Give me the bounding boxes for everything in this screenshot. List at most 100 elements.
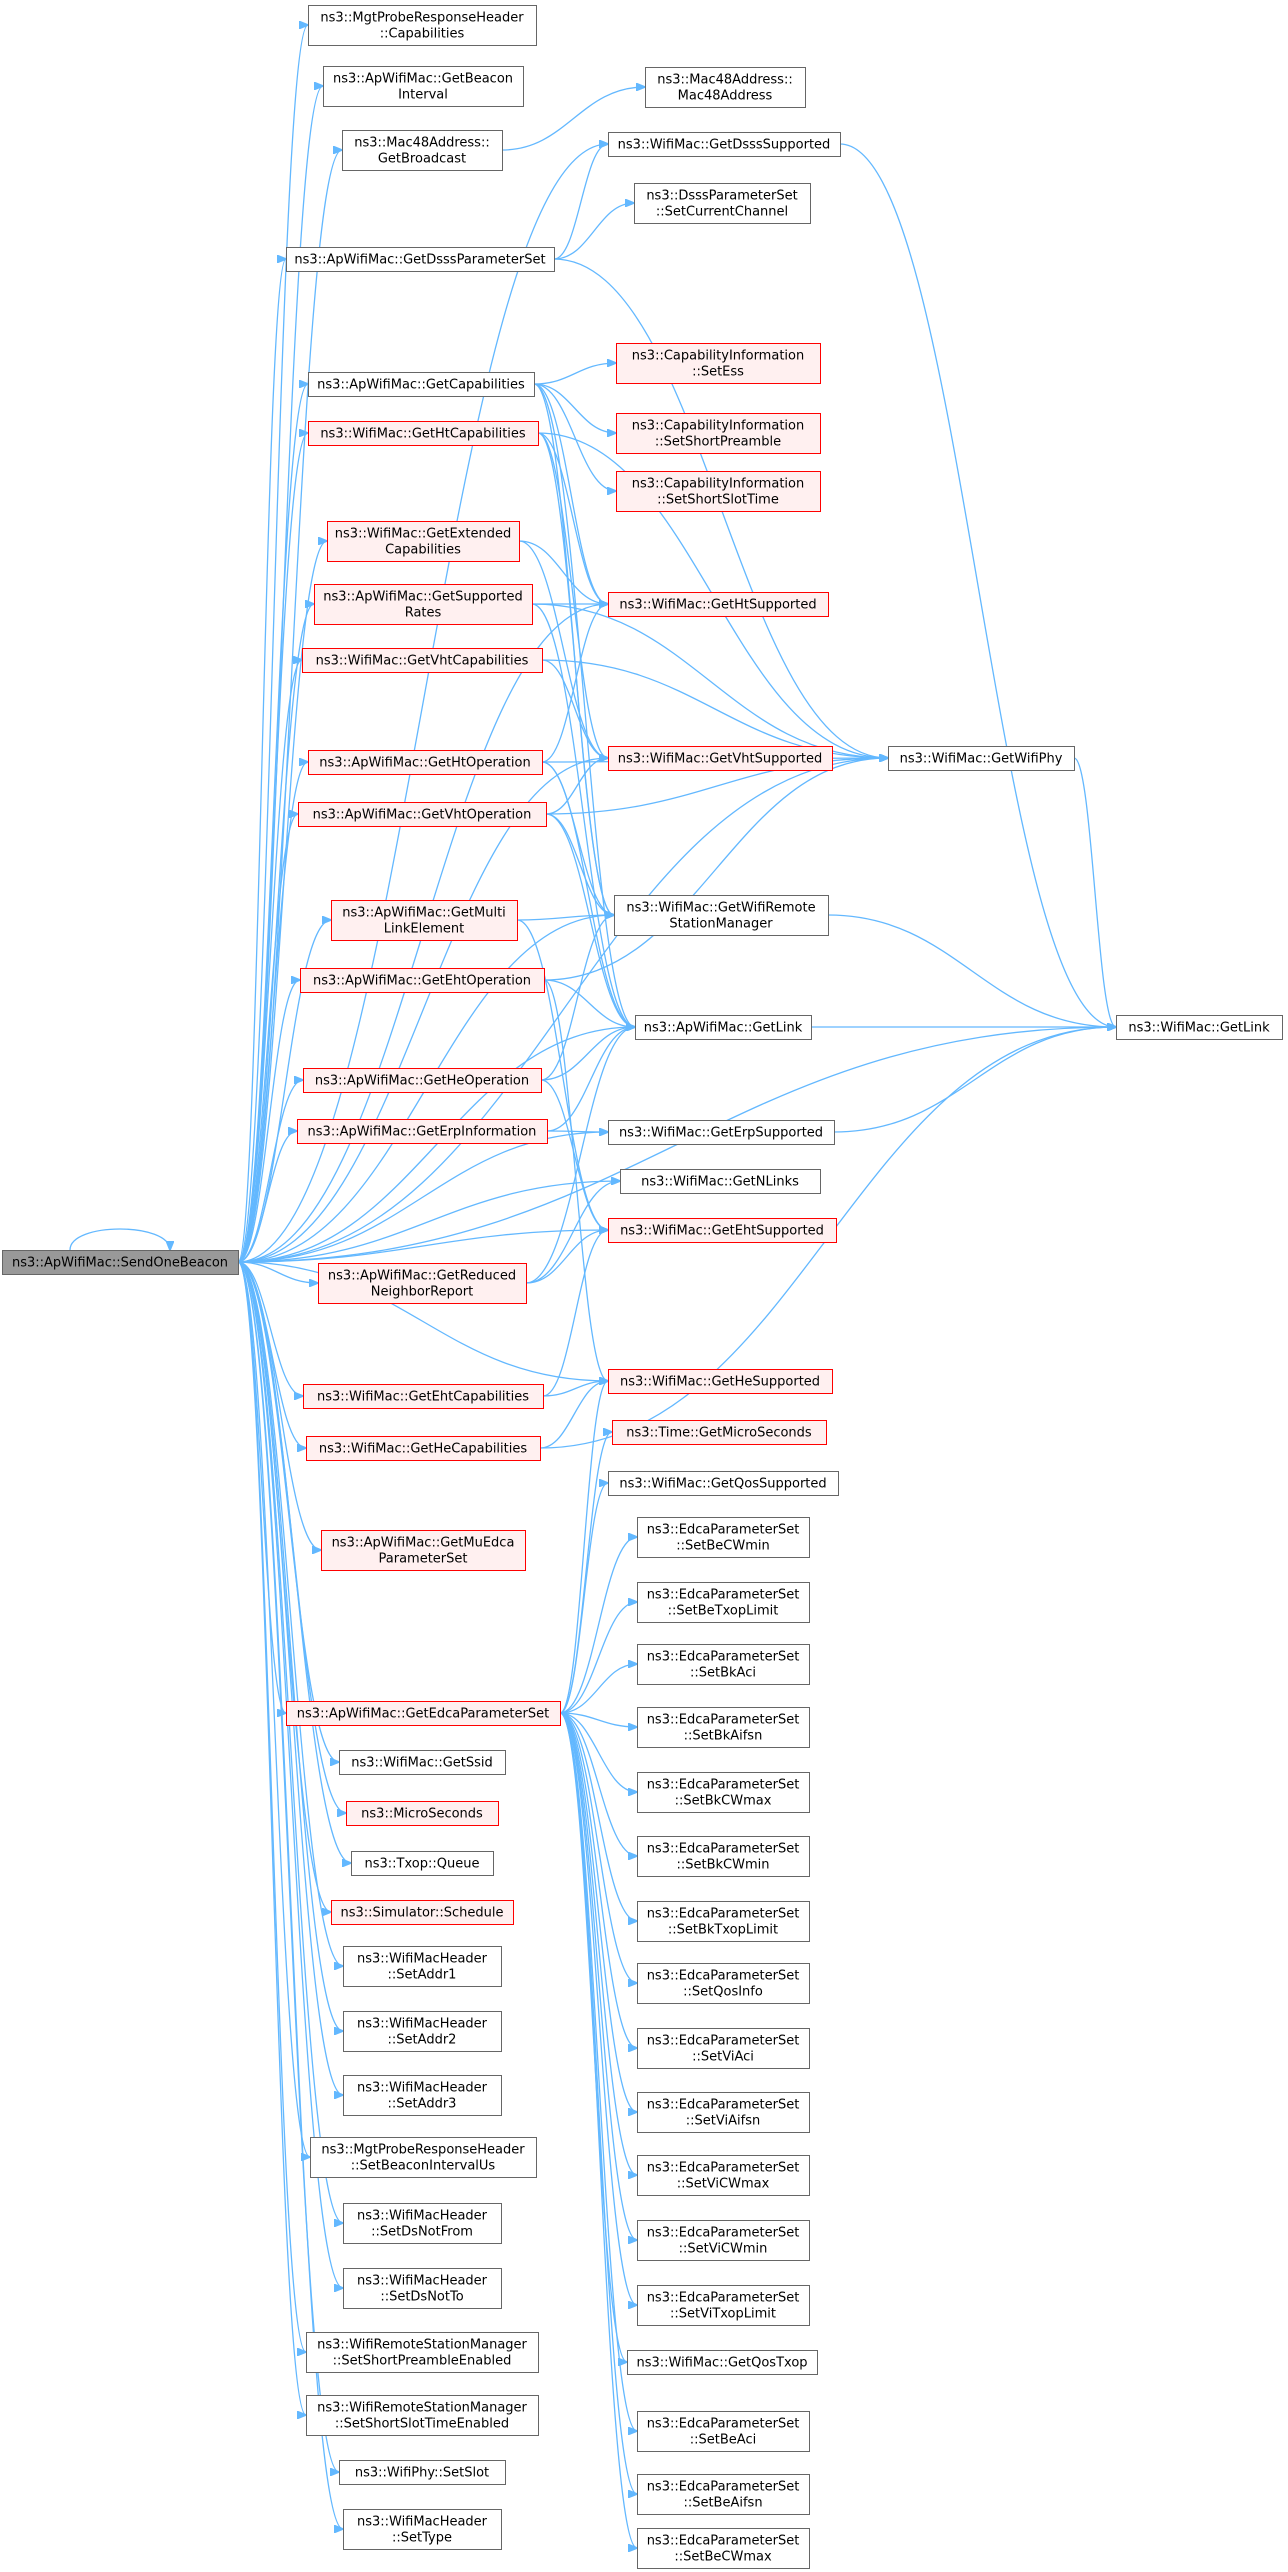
node-box-setDsNotTo — [343, 2268, 502, 2309]
node-getDsssSupported[interactable]: ns3::WifiMac::GetDsssSupported — [608, 132, 841, 157]
node-getHtSupported[interactable]: ns3::WifiMac::GetHtSupported — [608, 592, 829, 617]
node-getHeOperation[interactable]: ns3::ApWifiMac::GetHeOperation — [303, 1068, 542, 1093]
node-getVhtCaps[interactable]: ns3::WifiMac::GetVhtCapabilities — [302, 648, 543, 673]
node-setCurrentChannel[interactable]: ns3::DsssParameterSet::SetCurrentChannel — [634, 183, 811, 224]
node-getHeSupported[interactable]: ns3::WifiMac::GetHeSupported — [608, 1369, 833, 1394]
node-box-getErpInfo — [297, 1119, 548, 1144]
node-setBeAci[interactable]: ns3::EdcaParameterSet::SetBeAci — [637, 2411, 810, 2452]
node-setBeCWmax[interactable]: ns3::EdcaParameterSet::SetBeCWmax — [637, 2528, 810, 2569]
node-getSsid[interactable]: ns3::WifiMac::GetSsid — [339, 1750, 506, 1775]
node-setViCWmin[interactable]: ns3::EdcaParameterSet::SetViCWmin — [637, 2220, 810, 2261]
node-getEhtSupported[interactable]: ns3::WifiMac::GetEhtSupported — [608, 1218, 837, 1243]
node-label-setDsNotTo-0: ns3::WifiMacHeader — [357, 2274, 488, 2289]
node-box-setBeAifsn — [637, 2474, 810, 2515]
node-setBeTxop[interactable]: ns3::EdcaParameterSet::SetBeTxopLimit — [637, 1582, 810, 1623]
node-getEhtOperation[interactable]: ns3::ApWifiMac::GetEhtOperation — [300, 968, 545, 993]
node-box-getVhtOperation — [298, 802, 547, 827]
node-setShortSlotTime[interactable]: ns3::CapabilityInformation::SetShortSlot… — [616, 471, 821, 512]
node-setDsNotFrom[interactable]: ns3::WifiMacHeader::SetDsNotFrom — [343, 2203, 502, 2244]
node-label-getSupportedRates-1: Rates — [405, 606, 442, 621]
node-label-setShortSlotEn-1: ::SetShortSlotTimeEnabled — [335, 2417, 509, 2432]
node-setQosInfo[interactable]: ns3::EdcaParameterSet::SetQosInfo — [637, 1963, 810, 2004]
node-probeCap[interactable]: ns3::MgtProbeResponseHeader::Capabilitie… — [308, 5, 537, 46]
node-setShortPreamble[interactable]: ns3::CapabilityInformation::SetShortPrea… — [616, 413, 821, 454]
node-box-schedule — [331, 1900, 514, 1925]
node-label-getCapabilities-0: ns3::ApWifiMac::GetCapabilities — [317, 378, 525, 393]
node-label-getNLinks-0: ns3::WifiMac::GetNLinks — [641, 1175, 799, 1190]
node-microSeconds[interactable]: ns3::MicroSeconds — [346, 1801, 499, 1826]
node-getCapabilities[interactable]: ns3::ApWifiMac::GetCapabilities — [308, 372, 535, 397]
node-box-setBeCWmin — [637, 1517, 810, 1558]
node-setType[interactable]: ns3::WifiMacHeader::SetType — [343, 2509, 502, 2550]
node-setAddr3[interactable]: ns3::WifiMacHeader::SetAddr3 — [343, 2075, 502, 2116]
node-getHtCaps[interactable]: ns3::WifiMac::GetHtCapabilities — [308, 421, 539, 446]
node-label-getMultiLink-1: LinkElement — [384, 922, 464, 937]
node-setBeAifsn[interactable]: ns3::EdcaParameterSet::SetBeAifsn — [637, 2474, 810, 2515]
node-label-getExtCaps-0: ns3::WifiMac::GetExtended — [335, 527, 511, 542]
node-schedule[interactable]: ns3::Simulator::Schedule — [331, 1900, 514, 1925]
node-getHeCaps[interactable]: ns3::WifiMac::GetHeCapabilities — [306, 1436, 541, 1461]
node-getRsm[interactable]: ns3::WifiMac::GetWifiRemoteStationManage… — [614, 895, 829, 936]
edge-root-to-getHtOperation — [237, 762, 308, 1263]
node-label-getVhtSupported-0: ns3::WifiMac::GetVhtSupported — [618, 752, 823, 767]
node-label-setAddr1-1: ::SetAddr1 — [388, 1968, 457, 1983]
node-box-setShortSlotEn — [306, 2395, 539, 2436]
node-setViAci[interactable]: ns3::EdcaParameterSet::SetViAci — [637, 2028, 810, 2069]
node-setSlot[interactable]: ns3::WifiPhy::SetSlot — [339, 2460, 506, 2485]
node-setBeCWmin[interactable]: ns3::EdcaParameterSet::SetBeCWmin — [637, 1517, 810, 1558]
node-label-setQosInfo-0: ns3::EdcaParameterSet — [647, 1969, 800, 1984]
node-setShortPreambleEn[interactable]: ns3::WifiRemoteStationManager::SetShortP… — [306, 2332, 539, 2373]
edge-root-to-getHeSupported — [237, 1261, 608, 1381]
node-setBkAci[interactable]: ns3::EdcaParameterSet::SetBkAci — [637, 1644, 810, 1685]
node-setViAifsn[interactable]: ns3::EdcaParameterSet::SetViAifsn — [637, 2092, 810, 2133]
node-getErpSupported[interactable]: ns3::WifiMac::GetErpSupported — [608, 1120, 835, 1145]
node-label-setType-1: ::SetType — [392, 2531, 452, 2546]
node-getQosSupported[interactable]: ns3::WifiMac::GetQosSupported — [608, 1471, 839, 1496]
node-getWifiPhy[interactable]: ns3::WifiMac::GetWifiPhy — [888, 746, 1075, 771]
node-setBkCWmin[interactable]: ns3::EdcaParameterSet::SetBkCWmin — [637, 1836, 810, 1877]
node-box-getQosTxop — [627, 2350, 818, 2375]
node-wmGetLink[interactable]: ns3::WifiMac::GetLink — [1116, 1015, 1283, 1040]
node-setDsNotTo[interactable]: ns3::WifiMacHeader::SetDsNotTo — [343, 2268, 502, 2309]
node-box-getCapabilities — [308, 372, 535, 397]
node-apGetLink[interactable]: ns3::ApWifiMac::GetLink — [635, 1015, 812, 1040]
node-getQosTxop[interactable]: ns3::WifiMac::GetQosTxop — [627, 2350, 818, 2375]
node-mac48[interactable]: ns3::Mac48Address::Mac48Address — [645, 67, 806, 108]
node-getErpInfo[interactable]: ns3::ApWifiMac::GetErpInformation — [297, 1119, 548, 1144]
node-getMicroSecs[interactable]: ns3::Time::GetMicroSeconds — [612, 1420, 827, 1445]
node-setBkCWmax[interactable]: ns3::EdcaParameterSet::SetBkCWmax — [637, 1772, 810, 1813]
node-getVhtOperation[interactable]: ns3::ApWifiMac::GetVhtOperation — [298, 802, 547, 827]
node-getDsssParamSet[interactable]: ns3::ApWifiMac::GetDsssParameterSet — [286, 247, 555, 272]
node-label-setViTxop-1: ::SetViTxopLimit — [670, 2307, 776, 2322]
node-box-getVhtCaps — [302, 648, 543, 673]
node-label-setAddr1-0: ns3::WifiMacHeader — [357, 1952, 488, 1967]
node-getNLinks[interactable]: ns3::WifiMac::GetNLinks — [620, 1169, 821, 1194]
node-setBeaconIntUs[interactable]: ns3::MgtProbeResponseHeader::SetBeaconIn… — [310, 2137, 537, 2178]
node-setBkAifsn[interactable]: ns3::EdcaParameterSet::SetBkAifsn — [637, 1707, 810, 1748]
node-box-getExtCaps — [327, 521, 520, 562]
node-label-setBkCWmax-1: ::SetBkCWmax — [675, 1794, 772, 1809]
edge-getEdca-to-setBeAifsn — [559, 1712, 637, 2494]
node-getVhtSupported[interactable]: ns3::WifiMac::GetVhtSupported — [608, 746, 833, 771]
node-setBkTxop[interactable]: ns3::EdcaParameterSet::SetBkTxopLimit — [637, 1901, 810, 1942]
node-getEdca[interactable]: ns3::ApWifiMac::GetEdcaParameterSet — [286, 1701, 561, 1726]
node-box-setShortPreamble — [616, 413, 821, 454]
node-setShortSlotEn[interactable]: ns3::WifiRemoteStationManager::SetShortS… — [306, 2395, 539, 2436]
node-getHtOperation[interactable]: ns3::ApWifiMac::GetHtOperation — [308, 750, 543, 775]
node-label-setDsNotTo-1: ::SetDsNotTo — [380, 2290, 463, 2305]
node-getEhtCaps[interactable]: ns3::WifiMac::GetEhtCapabilities — [303, 1384, 544, 1409]
node-setEss[interactable]: ns3::CapabilityInformation::SetEss — [616, 343, 821, 384]
node-setViCWmax[interactable]: ns3::EdcaParameterSet::SetViCWmax — [637, 2155, 810, 2196]
node-box-setShortPreambleEn — [306, 2332, 539, 2373]
node-setAddr2[interactable]: ns3::WifiMacHeader::SetAddr2 — [343, 2011, 502, 2052]
node-setAddr1[interactable]: ns3::WifiMacHeader::SetAddr1 — [343, 1946, 502, 1987]
node-txopQueue[interactable]: ns3::Txop::Queue — [351, 1851, 494, 1876]
node-getBroadcast[interactable]: ns3::Mac48Address::GetBroadcast — [342, 130, 503, 171]
node-setViTxop[interactable]: ns3::EdcaParameterSet::SetViTxopLimit — [637, 2285, 810, 2326]
